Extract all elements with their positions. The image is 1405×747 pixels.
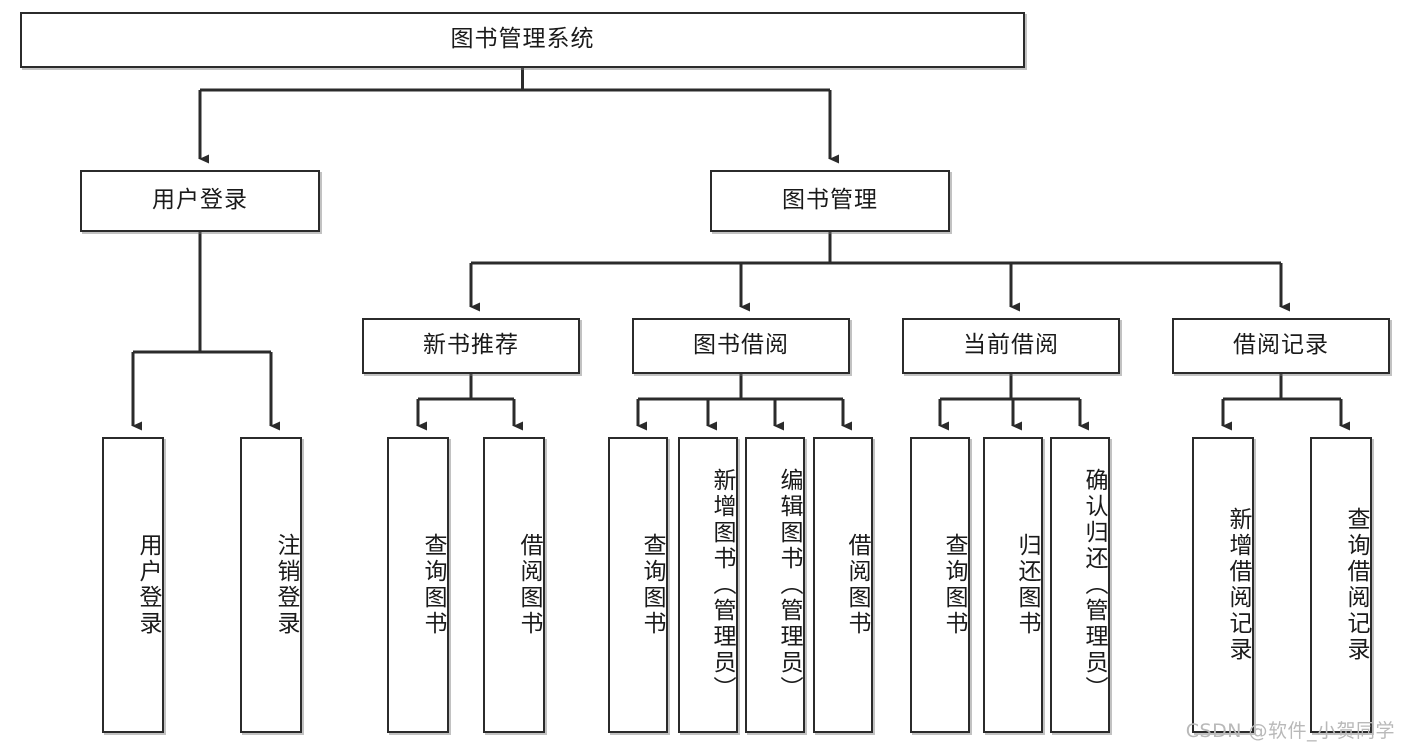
node-root[interactable]: 图书管理系统 — [20, 12, 1025, 68]
node-leaf-edit-book[interactable]: 编辑图书（管理员） — [745, 437, 805, 733]
node-leaf-add-book-label: 新增图书（管理员） — [709, 468, 735, 702]
node-leaf-edit-book-label: 编辑图书（管理员） — [776, 468, 802, 702]
node-borrow-record-label: 借阅记录 — [1233, 332, 1329, 359]
node-leaf-query-book-1[interactable]: 查询图书 — [387, 437, 449, 733]
node-book-management[interactable]: 图书管理 — [710, 170, 950, 232]
node-user-login-label: 用户登录 — [152, 187, 248, 214]
node-leaf-user-login[interactable]: 用户登录 — [102, 437, 164, 733]
node-user-login[interactable]: 用户登录 — [80, 170, 320, 232]
node-leaf-return-book[interactable]: 归还图书 — [983, 437, 1043, 733]
node-leaf-borrow-book-2-label: 借阅图书 — [844, 533, 870, 637]
node-book-borrow[interactable]: 图书借阅 — [632, 318, 850, 374]
node-leaf-borrow-book-1[interactable]: 借阅图书 — [483, 437, 545, 733]
node-leaf-query-book-3[interactable]: 查询图书 — [910, 437, 970, 733]
node-root-label: 图书管理系统 — [450, 26, 595, 53]
node-new-book-recommend[interactable]: 新书推荐 — [362, 318, 580, 374]
node-borrow-record[interactable]: 借阅记录 — [1172, 318, 1390, 374]
node-leaf-add-record-label: 新增借阅记录 — [1225, 507, 1251, 663]
node-leaf-user-login-label: 用户登录 — [135, 533, 161, 637]
node-leaf-query-book-1-label: 查询图书 — [420, 533, 446, 637]
node-leaf-query-book-3-label: 查询图书 — [941, 533, 967, 637]
node-leaf-return-book-label: 归还图书 — [1014, 533, 1040, 637]
node-leaf-add-record[interactable]: 新增借阅记录 — [1192, 437, 1254, 733]
node-leaf-query-book-2[interactable]: 查询图书 — [608, 437, 668, 733]
node-leaf-confirm-return-label: 确认归还（管理员） — [1081, 468, 1107, 702]
node-leaf-add-book[interactable]: 新增图书（管理员） — [678, 437, 738, 733]
node-current-borrow[interactable]: 当前借阅 — [902, 318, 1120, 374]
node-leaf-confirm-return[interactable]: 确认归还（管理员） — [1050, 437, 1110, 733]
node-leaf-query-record[interactable]: 查询借阅记录 — [1310, 437, 1372, 733]
node-leaf-query-record-label: 查询借阅记录 — [1343, 507, 1369, 663]
watermark-text: CSDN @软件_小贺同学 — [1185, 720, 1395, 742]
node-current-borrow-label: 当前借阅 — [963, 332, 1059, 359]
node-new-book-recommend-label: 新书推荐 — [423, 332, 519, 359]
node-book-management-label: 图书管理 — [782, 187, 878, 214]
node-book-borrow-label: 图书借阅 — [693, 332, 789, 359]
node-leaf-borrow-book-2[interactable]: 借阅图书 — [813, 437, 873, 733]
node-leaf-logout[interactable]: 注销登录 — [240, 437, 302, 733]
node-leaf-query-book-2-label: 查询图书 — [639, 533, 665, 637]
node-leaf-borrow-book-1-label: 借阅图书 — [516, 533, 542, 637]
node-leaf-logout-label: 注销登录 — [273, 533, 299, 637]
